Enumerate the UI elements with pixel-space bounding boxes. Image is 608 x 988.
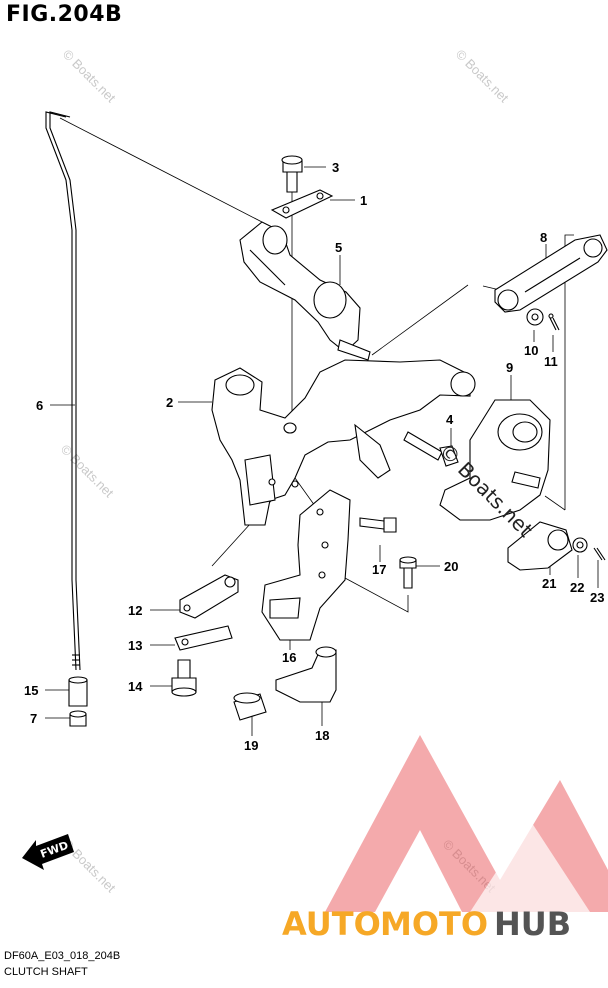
watermark-text: © Boats.net: [58, 442, 117, 501]
cotter-pin-small: [593, 547, 606, 561]
shift-lever: [239, 221, 371, 361]
callout-23: 23: [590, 590, 604, 605]
callout-5: 5: [335, 240, 342, 255]
callout-3: 3: [332, 160, 339, 175]
brand-wordmark: AUTO MOTO HUB: [282, 905, 571, 943]
callout-7: 7: [30, 711, 37, 726]
figure-title: FIG.204B: [6, 2, 123, 27]
brand-logo-mark: [325, 735, 608, 912]
callout-14: 14: [128, 679, 143, 694]
plate: [270, 189, 334, 219]
model-code: DF60A_E03_018_204B: [4, 950, 121, 962]
clutch-cam: [439, 399, 551, 521]
fwd-arrow-icon: FWD: [22, 834, 74, 870]
brand-part-auto: AUTO: [282, 905, 381, 943]
cotter-pin: [548, 313, 560, 331]
callout-9: 9: [506, 360, 513, 375]
plate-small: [174, 625, 233, 651]
bushing: [233, 692, 267, 721]
watermark-text: © Boats.net: [60, 47, 119, 106]
clutch-rod-joint: [507, 521, 573, 571]
clutch-rod: [45, 111, 81, 671]
callout-18: 18: [315, 728, 329, 743]
callout-16: 16: [282, 650, 296, 665]
brand-part-moto: MOTO: [380, 905, 488, 943]
callout-21: 21: [542, 576, 556, 591]
retainer-clip: [179, 574, 239, 619]
bolt-short: [399, 556, 417, 589]
callout-10: 10: [524, 343, 538, 358]
bolt-top: [281, 155, 303, 193]
figure-caption: CLUTCH SHAFT: [4, 966, 88, 978]
washer: [526, 308, 544, 326]
bolt-bracket: [359, 517, 397, 533]
mounting-bracket: [261, 489, 351, 641]
bolt-long: [403, 431, 459, 467]
bolt-flange: [171, 659, 197, 697]
watermark-text: © Boats.net: [453, 47, 512, 106]
callout-13: 13: [128, 638, 142, 653]
callout-20: 20: [444, 559, 458, 574]
callout-labels: 3 1 5 8 2 6 4 9 10 11 17 20 21 22 23 12 …: [24, 160, 604, 753]
callout-leaders: [45, 166, 599, 736]
brand-part-hub: HUB: [494, 905, 571, 943]
callout-6: 6: [36, 398, 43, 413]
guide-bracket: [275, 646, 337, 703]
rod-connector: [68, 676, 88, 707]
callout-11: 11: [544, 354, 558, 369]
callout-1: 1: [360, 193, 367, 208]
callout-2: 2: [166, 395, 173, 410]
callout-4: 4: [446, 412, 454, 427]
callout-22: 22: [570, 580, 584, 595]
washer-small: [572, 537, 588, 553]
link-arm: [494, 234, 608, 313]
callout-8: 8: [540, 230, 547, 245]
nut: [69, 710, 87, 727]
clutch-bracket: [211, 359, 476, 526]
callout-19: 19: [244, 738, 258, 753]
callout-17: 17: [372, 562, 386, 577]
callout-12: 12: [128, 603, 142, 618]
callout-15: 15: [24, 683, 38, 698]
